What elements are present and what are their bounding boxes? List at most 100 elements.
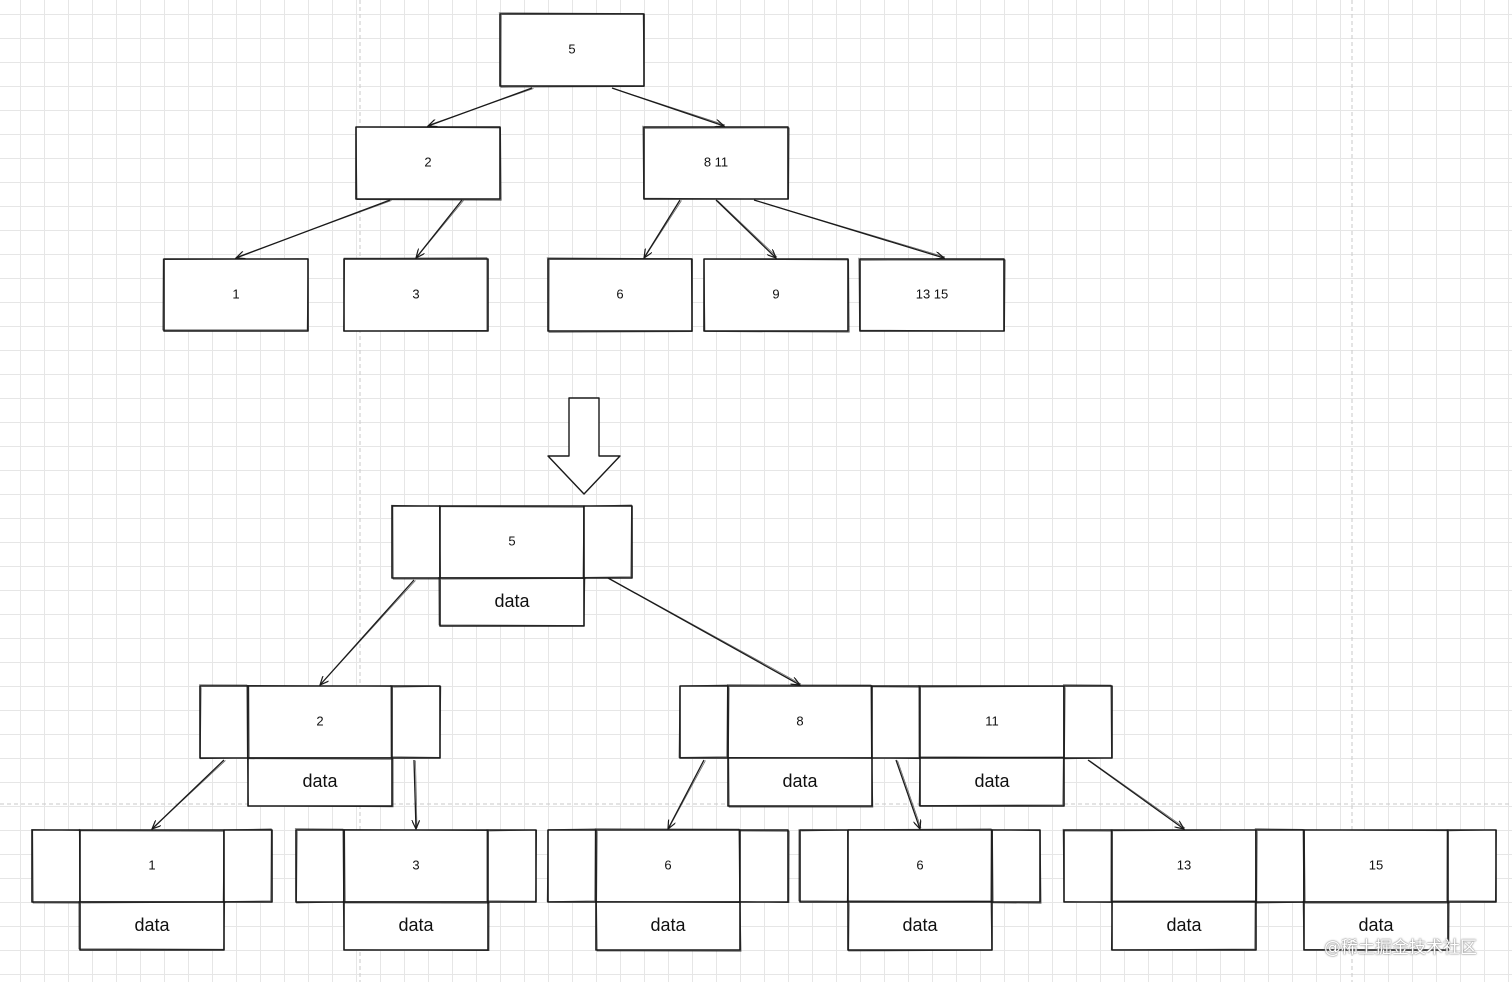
node-L5-pointer-cell-end <box>1447 829 1497 903</box>
node-l1-top-sketch-stroke <box>162 258 309 331</box>
node-a-top-sketch-stroke <box>355 126 502 201</box>
edge-b-l3-top-sketch-stroke <box>644 200 682 258</box>
node-l2-top <box>343 258 489 332</box>
node-R-key-cell <box>439 505 585 579</box>
node-L3-pointer-cell-end-sketch-stroke <box>738 828 790 903</box>
node-L2-pointer-cell-end <box>487 829 537 903</box>
edge-R-B-bottom <box>607 577 800 685</box>
node-L3-pointer-cell <box>547 829 597 903</box>
edge-B-L5-bottom <box>1087 759 1184 829</box>
node-l5-top <box>859 258 1005 332</box>
node-L3-key-0: 6 <box>664 857 671 872</box>
node-B-data-cell <box>919 757 1065 807</box>
node-r-top-sketch-stroke <box>498 12 645 88</box>
node-A-data-label-0: data <box>302 771 338 791</box>
node-L2-data-label-0: data <box>398 915 434 935</box>
node-L3-data-cell-sketch-stroke <box>595 901 742 952</box>
node-a-top-keys: 2 <box>424 154 431 169</box>
node-L4-pointer-cell <box>799 829 849 903</box>
node-L4-pointer-cell-end-sketch-stroke <box>991 829 1042 904</box>
node-B-data-label-1: data <box>974 771 1010 791</box>
node-L3-data-cell <box>595 901 741 951</box>
node-L1-key-cell <box>79 829 225 903</box>
node-L3-key-cell <box>595 829 741 903</box>
node-l4-top-keys: 9 <box>772 286 779 301</box>
node-l1-top <box>163 258 309 332</box>
node-L5-pointer-cell <box>1255 829 1305 903</box>
node-R-pointer-cell <box>391 505 441 579</box>
node-L5-key-0: 13 <box>1177 857 1191 872</box>
node-L3-data-label-0: data <box>650 915 686 935</box>
node-A-key-0: 2 <box>316 713 323 728</box>
edge-B-L4-bottom <box>895 759 920 829</box>
node-B-key-1: 11 <box>985 713 999 728</box>
node-R-data-label-0: data <box>494 591 530 611</box>
node-l5-top-sketch-stroke <box>858 257 1006 332</box>
node-A-data-cell-sketch-stroke <box>247 757 394 808</box>
node-L4-key-0: 6 <box>916 857 923 872</box>
node-R-data-cell <box>439 577 585 627</box>
edge-b-l4-top <box>715 199 776 258</box>
edge-R-A-bottom-sketch-stroke <box>320 580 416 685</box>
node-B-pointer-cell-end-sketch-stroke <box>1062 684 1112 760</box>
edge-B-L3-bottom-sketch-stroke <box>668 760 706 829</box>
node-l3-top <box>547 258 693 332</box>
node-B-pointer-cell <box>679 685 729 759</box>
node-l2-top-sketch-stroke <box>343 257 488 332</box>
edge-r-a-top-sketch-stroke <box>428 88 534 126</box>
node-r-top <box>499 13 645 87</box>
node-A-pointer-cell <box>199 685 249 759</box>
node-L5-key-1: 15 <box>1369 857 1383 872</box>
node-L1-key-0: 1 <box>148 857 155 872</box>
node-A-key-cell <box>247 685 393 759</box>
watermark: @稀土掘金技术社区 <box>1324 938 1477 958</box>
node-R-data-cell-sketch-stroke <box>438 576 586 626</box>
node-L3-pointer-cell-end <box>739 829 789 903</box>
edge-b-l4-top-sketch-stroke <box>717 200 778 258</box>
node-B-key-0: 8 <box>796 713 803 728</box>
edge-r-b-top-sketch-stroke <box>613 88 726 126</box>
edge-a-l1-top-sketch-stroke <box>236 200 392 258</box>
node-B-pointer-cell-end <box>1063 685 1113 759</box>
node-L5-data-label-1: data <box>1358 915 1394 935</box>
node-b-top-sketch-stroke <box>642 125 790 200</box>
edge-a-l2-top-sketch-stroke <box>416 200 464 258</box>
node-L4-data-label-0: data <box>902 915 938 935</box>
edge-B-L5-bottom-sketch-stroke <box>1089 760 1186 829</box>
node-L5-data-cell-sketch-stroke <box>1302 900 1450 951</box>
node-R-pointer-cell-end <box>583 505 633 579</box>
node-a-top <box>355 126 501 200</box>
node-r-top-keys: 5 <box>568 41 575 56</box>
node-A-pointer-cell-end <box>391 685 441 759</box>
node-B-pointer-cell <box>871 685 921 759</box>
node-L5-data-cell-sketch-stroke <box>1110 900 1256 951</box>
node-B-pointer-cell-sketch-stroke <box>678 684 728 758</box>
node-A-data-cell <box>247 757 393 807</box>
node-L1-pointer-cell-end-sketch-stroke <box>222 828 272 902</box>
node-B-key-cell <box>727 685 873 759</box>
edge-A-L2-bottom <box>414 759 416 829</box>
node-L5-data-cell <box>1111 901 1257 951</box>
transform-down-arrow <box>547 397 621 495</box>
node-l5-top-keys: 13 15 <box>916 286 949 301</box>
node-L1-data-label-0: data <box>134 915 170 935</box>
edge-R-B-bottom-sketch-stroke <box>609 578 802 685</box>
edge-B-L3-bottom <box>668 759 705 829</box>
node-B-data-cell-sketch-stroke <box>918 756 1064 806</box>
node-L4-data-cell-sketch-stroke <box>846 900 993 952</box>
node-R-key-0: 5 <box>508 533 515 548</box>
node-L5-key-cell <box>1111 829 1257 903</box>
node-L5-data-label-0: data <box>1166 915 1202 935</box>
node-L2-key-0: 3 <box>412 857 419 872</box>
node-L2-pointer-cell-end-sketch-stroke <box>486 829 538 902</box>
node-L4-pointer-cell-end <box>991 829 1041 903</box>
node-l1-top-keys: 1 <box>232 286 239 301</box>
edge-A-L1-bottom-sketch-stroke <box>152 760 226 829</box>
edge-b-l5-top-sketch-stroke <box>755 200 946 258</box>
node-L3-pointer-cell-sketch-stroke <box>546 828 596 903</box>
node-l3-top-sketch-stroke <box>546 257 693 333</box>
node-B-data-cell-sketch-stroke <box>727 757 874 808</box>
edge-b-l3-top <box>644 199 681 258</box>
edge-a-l2-top <box>416 199 463 258</box>
